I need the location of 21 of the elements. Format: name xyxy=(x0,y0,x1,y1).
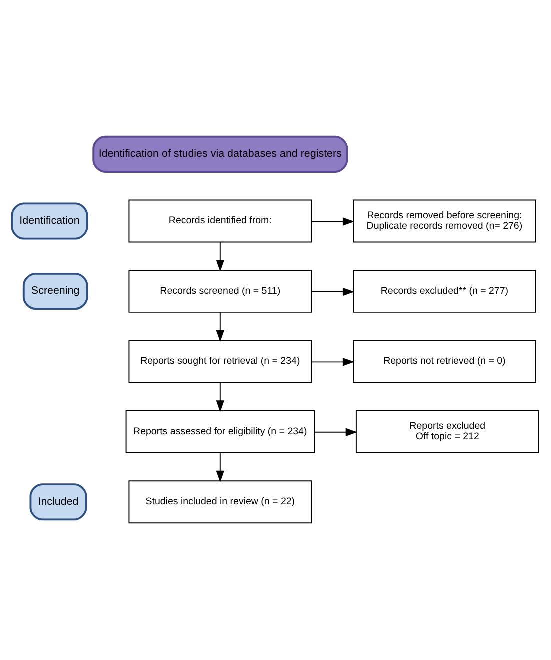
node-box: Records excluded** (n = 277) xyxy=(353,270,536,313)
arrow xyxy=(216,242,224,272)
arrow xyxy=(216,312,224,342)
node-box: Studies included in review (n = 22) xyxy=(128,480,312,524)
node-box: Reports not retrieved (n = 0) xyxy=(353,340,536,384)
node-box: Reports assessed for eligibility (n = 234) xyxy=(126,410,315,454)
arrow xyxy=(311,288,355,296)
arrow xyxy=(216,382,224,412)
node-box: Identification of studies via databases and registers xyxy=(92,136,348,173)
node-box: Records identified from: xyxy=(128,200,312,243)
arrow xyxy=(311,218,355,226)
arrow xyxy=(216,452,224,483)
node-box: Identification xyxy=(11,202,88,240)
node-box: Included xyxy=(30,484,88,521)
node-box: Records screened (n = 511) xyxy=(128,270,312,313)
node-box: Reports excluded Off topic = 212 xyxy=(356,410,540,454)
node-box: Screening xyxy=(22,272,88,310)
arrow xyxy=(314,428,358,436)
node-box: Records removed before screening: Duplicate records removed (n= 276) xyxy=(353,200,536,243)
node-box: Reports sought for retrieval (n = 234) xyxy=(128,340,312,384)
arrow xyxy=(311,358,355,366)
